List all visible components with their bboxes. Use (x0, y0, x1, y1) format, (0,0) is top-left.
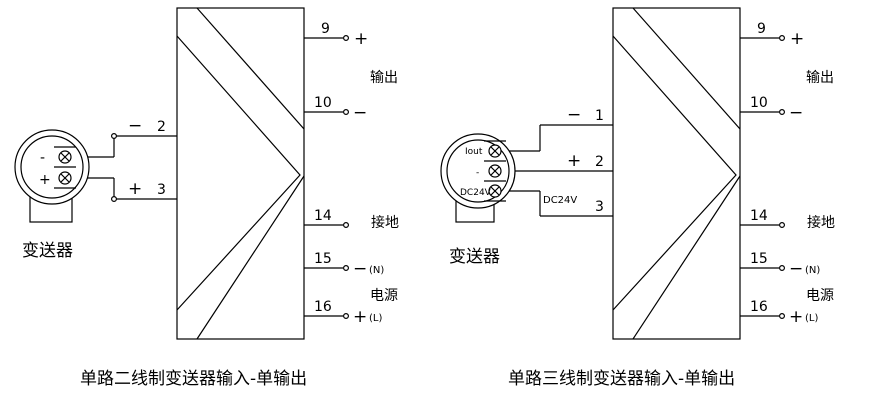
right-dc-wire-label: DC24V (543, 195, 577, 206)
right-pin-9-sign: + (790, 29, 804, 49)
left-input-3-number: 3 (157, 182, 166, 198)
right-module-box (612, 7, 741, 340)
right-output-wires (740, 37, 779, 317)
left-transmitter-plus: + (39, 172, 51, 188)
left-input-terminal-dots (110, 133, 117, 203)
left-ground-label: 接地 (371, 214, 399, 231)
right-minus-label: - (476, 168, 479, 178)
right-pin-14: 14 (750, 208, 768, 224)
left-transmitter (14, 129, 90, 223)
left-input-2-sign: − (128, 116, 142, 136)
left-input-2-number: 2 (157, 119, 166, 135)
right-pin-10: 10 (750, 95, 768, 111)
left-output-wires (304, 37, 343, 317)
right-pin-15: 15 (750, 251, 768, 267)
right-pin-9: 9 (757, 21, 766, 37)
left-texts: 9 + 输出 10 − 14 接地 15 − (N) 电源 16 + (L) −… (22, 21, 399, 389)
right-texts: 9 + 输出 10 − 14 接地 15 − (N) 电源 16 + (L) −… (449, 21, 835, 389)
left-pin-15-sign: − (353, 259, 367, 279)
right-module-outer-chevron-top (632, 7, 741, 130)
right-dc-label: DC24V (460, 188, 492, 198)
right-module-outer-chevron-bottom (632, 175, 741, 340)
right-pin-15-note: (N) (805, 265, 820, 276)
left-pin-9: 9 (321, 21, 330, 37)
left-module-outer-chevron-bottom (196, 175, 305, 340)
left-transmitter-minus: - (40, 150, 45, 166)
right-input-1-sign: − (567, 105, 581, 125)
left-pin-10-sign: − (353, 103, 367, 123)
left-pin-15-note: (N) (369, 265, 384, 276)
left-transmitter-label: 变送器 (22, 241, 73, 261)
right-power-label: 电源 (806, 288, 834, 304)
left-pin-16: 16 (314, 299, 332, 315)
right-input-2-number: 2 (595, 154, 604, 170)
right-transmitter (440, 133, 516, 223)
right-caption: 单路三线制变送器输入-单输出 (508, 369, 735, 389)
right-transmitter-label: 变送器 (449, 247, 500, 267)
left-output-terminal-dots (343, 34, 350, 320)
right-iout-label: Iout (465, 147, 483, 157)
left-module-box (176, 7, 305, 340)
right-output-label: 输出 (806, 70, 834, 86)
left-pin-16-sign: + (353, 307, 367, 327)
right-pin-16-note: (L) (805, 313, 818, 324)
left-module-inner-chevron (176, 35, 301, 311)
left-pin-9-sign: + (354, 29, 368, 49)
right-output-terminal-dots (778, 34, 785, 320)
right-pin-16: 16 (750, 299, 768, 315)
right-input-wires (507, 124, 613, 217)
left-pin-14: 14 (314, 208, 332, 224)
left-input-3-sign: + (128, 179, 142, 199)
left-pin-10: 10 (314, 95, 332, 111)
right-input-3-number: 3 (595, 199, 604, 215)
right-input-1-number: 1 (595, 108, 604, 124)
right-input-2-sign: + (567, 151, 581, 171)
left-pin-15: 15 (314, 251, 332, 267)
left-power-label: 电源 (370, 288, 398, 304)
right-ground-label: 接地 (807, 214, 835, 231)
right-module-inner-chevron (612, 35, 737, 311)
left-caption: 单路二线制变送器输入-单输出 (80, 369, 307, 389)
right-pin-15-sign: − (789, 259, 803, 279)
right-pin-16-sign: + (789, 307, 803, 327)
left-output-label: 输出 (370, 70, 398, 86)
left-input-wires (80, 135, 177, 200)
right-pin-10-sign: − (789, 103, 803, 123)
left-pin-16-note: (L) (369, 313, 382, 324)
left-module-outer-chevron-top (196, 7, 305, 130)
